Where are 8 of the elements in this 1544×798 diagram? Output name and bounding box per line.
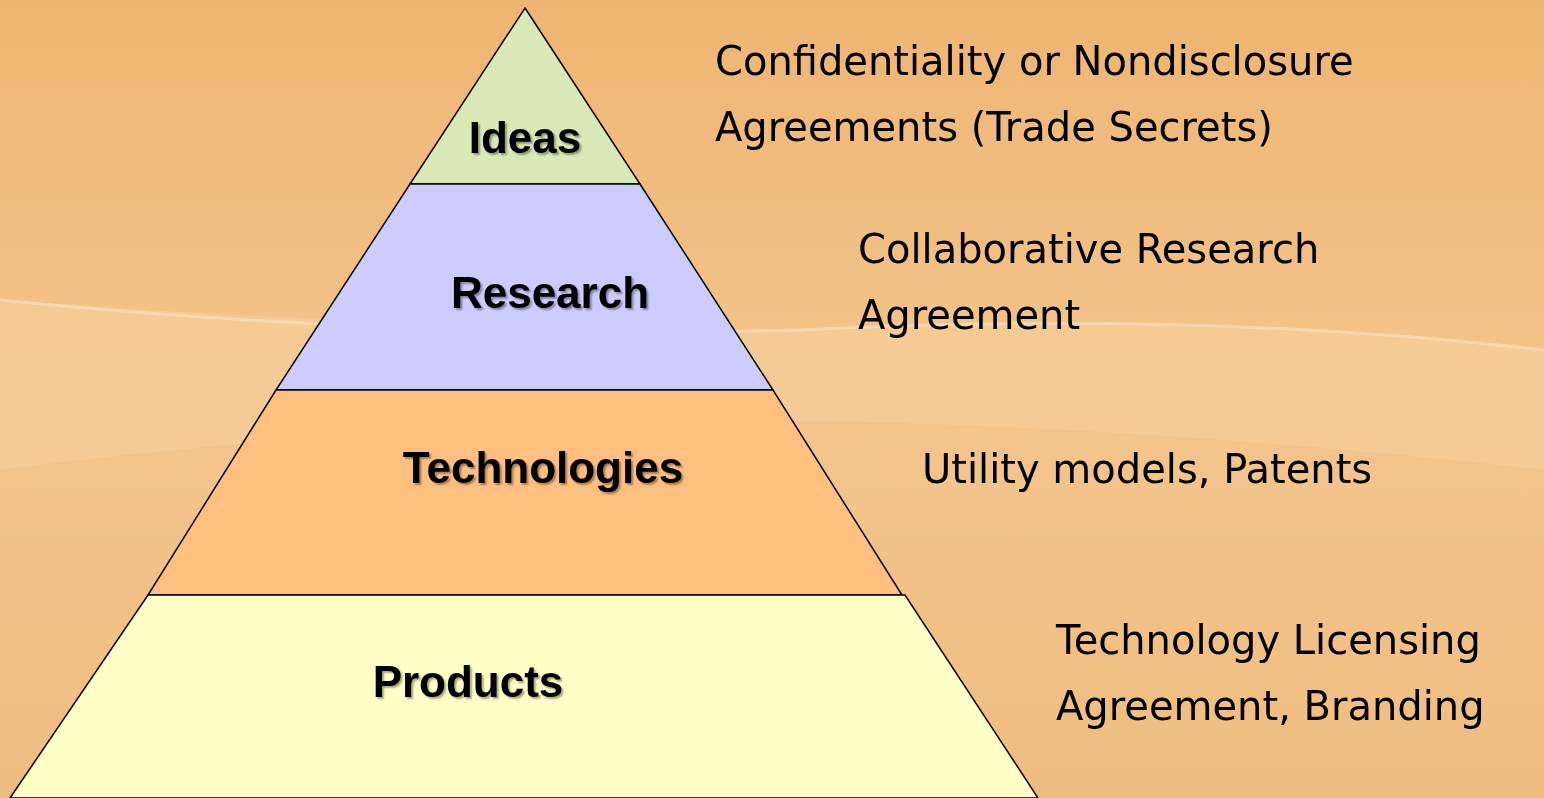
agreement-text: Utility models, Patents — [922, 445, 1374, 494]
agreement-text: Technology Licensing Agreement, Branding — [1056, 616, 1486, 731]
tier-label: Ideas — [468, 113, 582, 163]
tier-label: Products — [372, 657, 564, 707]
agreement-text: Collaborative Research Agreement — [858, 225, 1321, 340]
agreement-text: Confidentiality or Nondisclosure Agreements (Trade Secrets) — [715, 37, 1355, 152]
tier-label: Technologies — [402, 443, 684, 493]
tier-label: Research — [450, 268, 650, 318]
